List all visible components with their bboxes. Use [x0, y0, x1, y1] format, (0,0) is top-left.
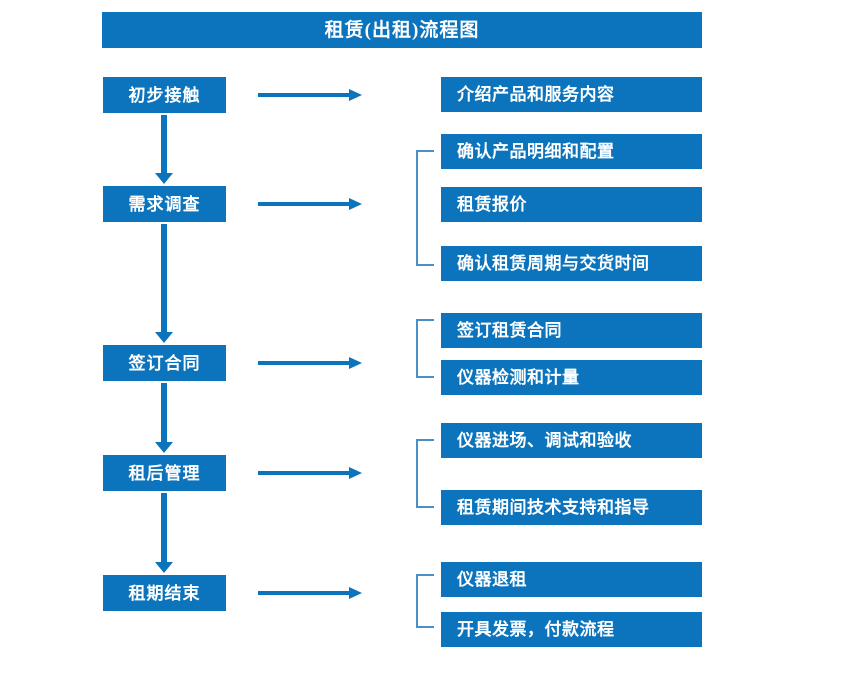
detail-box-3[interactable]: 租赁报价: [441, 187, 702, 222]
vertical-arrow-2: [153, 224, 175, 343]
stage-box-3[interactable]: 签订合同: [103, 345, 226, 381]
stage-label-2: 需求调查: [128, 194, 201, 214]
horizontal-arrow-4: [258, 466, 362, 480]
detail-label-4: 确认租赁周期与交货时间: [457, 254, 650, 273]
vertical-arrow-1: [153, 115, 175, 184]
detail-box-9[interactable]: 仪器退租: [441, 562, 702, 597]
stage-label-3: 签订合同: [128, 353, 201, 373]
group-bracket-5: [416, 574, 434, 628]
detail-label-3: 租赁报价: [457, 195, 527, 214]
stage-label-5: 租期结束: [128, 583, 201, 603]
flowchart-title-banner: 租赁(出租)流程图: [102, 12, 702, 48]
horizontal-arrow-2: [258, 197, 362, 211]
page-title: 租赁(出租)流程图: [324, 19, 480, 41]
horizontal-arrow-5: [258, 586, 362, 600]
detail-box-5[interactable]: 签订租赁合同: [441, 313, 702, 348]
stage-box-5[interactable]: 租期结束: [103, 575, 226, 611]
stage-label-4: 租后管理: [128, 463, 201, 483]
detail-box-2[interactable]: 确认产品明细和配置: [441, 134, 702, 169]
stage-box-2[interactable]: 需求调查: [103, 186, 226, 222]
group-bracket-3: [416, 319, 434, 378]
detail-label-8: 租赁期间技术支持和指导: [457, 498, 650, 517]
group-bracket-4: [416, 439, 434, 508]
detail-box-4[interactable]: 确认租赁周期与交货时间: [441, 246, 702, 281]
vertical-arrow-3: [153, 383, 175, 453]
detail-label-2: 确认产品明细和配置: [457, 142, 615, 161]
detail-box-7[interactable]: 仪器进场、调试和验收: [441, 423, 702, 458]
stage-box-1[interactable]: 初步接触: [103, 77, 226, 113]
detail-label-1: 介绍产品和服务内容: [457, 85, 615, 104]
vertical-arrow-4: [153, 493, 175, 573]
detail-label-5: 签订租赁合同: [457, 321, 562, 340]
stage-label-1: 初步接触: [128, 85, 201, 105]
detail-box-6[interactable]: 仪器检测和计量: [441, 360, 702, 395]
stage-box-4[interactable]: 租后管理: [103, 455, 226, 491]
horizontal-arrow-1: [258, 88, 362, 102]
detail-box-10[interactable]: 开具发票，付款流程: [441, 612, 702, 647]
detail-label-7: 仪器进场、调试和验收: [457, 431, 632, 450]
detail-box-1[interactable]: 介绍产品和服务内容: [441, 77, 702, 112]
detail-label-10: 开具发票，付款流程: [457, 620, 615, 639]
horizontal-arrow-3: [258, 356, 362, 370]
detail-box-8[interactable]: 租赁期间技术支持和指导: [441, 490, 702, 525]
detail-label-9: 仪器退租: [457, 570, 527, 589]
detail-label-6: 仪器检测和计量: [457, 368, 580, 387]
group-bracket-2: [416, 150, 434, 266]
